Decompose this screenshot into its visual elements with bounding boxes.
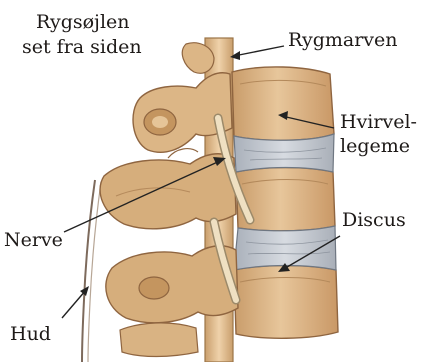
vertebral-body-bottom — [234, 266, 338, 339]
skin-line — [82, 180, 101, 362]
leader-spinal-cord — [230, 46, 284, 60]
label-vertebral-body-line-2: legeme — [340, 135, 410, 157]
disc-upper — [234, 134, 334, 172]
label-vertebral-body-line-1: Hvirvel- — [340, 111, 417, 133]
diagram-title-line-2: set fra siden — [22, 36, 142, 58]
diagram-title-line-1: Rygsøjlen — [36, 11, 130, 33]
vertebral-body-top — [232, 67, 334, 140]
leader-skin — [62, 286, 89, 318]
label-spinal-cord: Rygmarven — [288, 29, 398, 51]
label-skin: Hud — [10, 323, 51, 345]
label-disc: Discus — [342, 209, 406, 231]
label-nerve: Nerve — [4, 229, 63, 251]
